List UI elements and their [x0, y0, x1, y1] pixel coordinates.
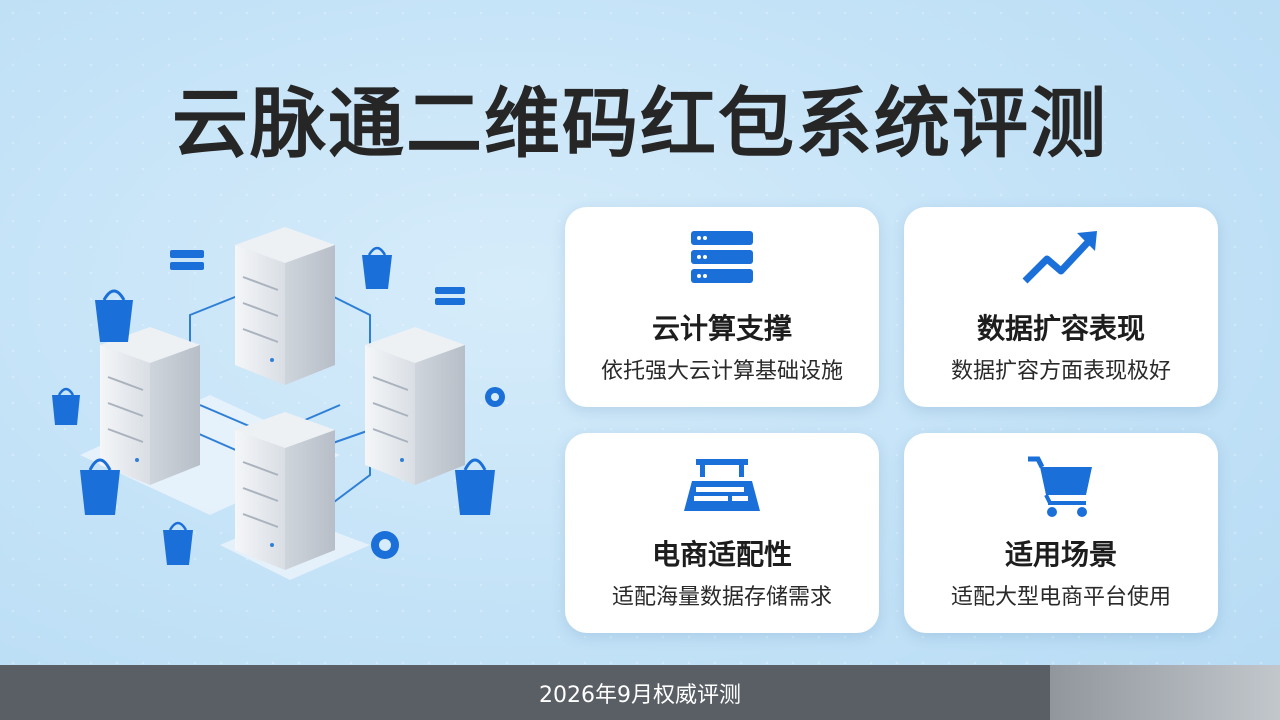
trend-up-icon — [904, 229, 1218, 293]
server-left — [100, 327, 200, 485]
feature-card-scenario: 适用场景 适配大型电商平台使用 — [904, 433, 1218, 633]
shopping-bag-icons — [52, 246, 505, 565]
server-icon — [565, 229, 879, 293]
footer-text: 2026年9月权威评测 — [539, 682, 741, 708]
card-title: 电商适配性 — [651, 538, 792, 571]
feature-card-cloud: 云计算支撑 依托强大云计算基础设施 — [565, 207, 879, 407]
server-bottom — [235, 412, 335, 570]
storage-rack-icon — [565, 455, 879, 519]
feature-card-ecommerce: 电商适配性 适配海量数据存储需求 — [565, 433, 879, 633]
card-description: 数据扩容方面表现极好 — [950, 359, 1171, 384]
server-top — [235, 227, 335, 385]
card-description: 依托强大云计算基础设施 — [600, 359, 843, 384]
server-network-illustration — [52, 227, 505, 580]
page-title: 云脉通二维码红包系统评测 — [172, 79, 1108, 168]
feature-card-scaling: 数据扩容表现 数据扩容方面表现极好 — [904, 207, 1218, 407]
shopping-cart-icon — [904, 455, 1218, 519]
server-right — [365, 327, 465, 485]
blurred-watermark — [1050, 665, 1280, 720]
card-title: 云计算支撑 — [651, 312, 792, 345]
card-description: 适配大型电商平台使用 — [950, 585, 1171, 610]
card-title: 数据扩容表现 — [976, 312, 1145, 345]
card-title: 适用场景 — [1004, 538, 1117, 571]
card-description: 适配海量数据存储需求 — [611, 585, 832, 610]
